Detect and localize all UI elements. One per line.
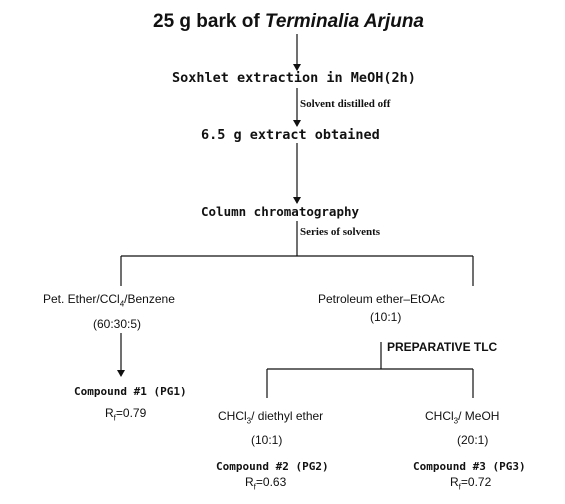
compound-3-name: Compound #3 (PG3) — [413, 460, 526, 473]
soxhlet-step: Soxhlet extraction in MeOH(2h) — [172, 70, 416, 86]
compound-2-rf-value: =0.63 — [255, 475, 287, 489]
compound-3-rf-prefix: R — [450, 475, 459, 489]
compound-3-rf-value: =0.72 — [460, 475, 492, 489]
right-branch-ratio: (10:1) — [370, 310, 402, 324]
compound-1-rf-value: =0.79 — [115, 406, 147, 420]
title: 25 g bark of Terminalia Arjuna — [153, 12, 424, 31]
title-prefix: 25 g bark of — [153, 11, 265, 32]
left-branch-solvent-text: Pet. Ether/CCl — [43, 292, 120, 306]
compound-1-rf-sub: f — [113, 413, 116, 423]
series-note: Series of solvents — [300, 226, 381, 238]
right-branch-solvent: Petroleum ether–EtOAc — [318, 292, 445, 306]
left-branch-ratio: (60:30:5) — [93, 317, 142, 331]
compound-3-rf: Rf=0.72 — [450, 476, 491, 491]
compound-1-name: Compound #1 (PG1) — [74, 385, 187, 398]
tlc-right-ratio: (20:1) — [457, 433, 489, 447]
compound-2-rf-sub: f — [253, 482, 256, 492]
preparative-tlc-label: PREPARATIVE TLC — [387, 340, 498, 354]
tlc-right-solvent-sub: 3 — [453, 416, 459, 426]
tlc-left-ratio: (10:1) — [251, 433, 283, 447]
tlc-left-solvent-text: CHCl — [218, 409, 247, 423]
compound-2-rf: Rf=0.63 — [245, 476, 286, 491]
column-step: Column chromatography — [201, 204, 360, 219]
compound-2-name: Compound #2 (PG2) — [216, 460, 329, 473]
compound-1-rf: Rf=0.79 — [105, 407, 146, 422]
tlc-left-solvent-rest: / diethyl ether — [251, 409, 324, 423]
compound-2-rf-prefix: R — [245, 475, 254, 489]
tlc-right-solvent: CHCl3/ MeOH — [425, 410, 499, 425]
extract-step: 6.5 g extract obtained — [201, 127, 380, 143]
left-branch-solvent-rest: /Benzene — [124, 292, 175, 306]
tlc-left-solvent-sub: 3 — [246, 416, 252, 426]
tlc-right-solvent-text: CHCl — [425, 409, 454, 423]
compound-1-rf-prefix: R — [105, 406, 114, 420]
left-branch-solvent: Pet. Ether/CCl4/Benzene — [43, 293, 175, 308]
compound-3-rf-sub: f — [458, 482, 461, 492]
distilled-note: Solvent distilled off — [300, 98, 391, 110]
title-species: Terminalia Arjuna — [264, 11, 425, 32]
tlc-right-solvent-rest: / MeOH — [458, 409, 500, 423]
left-branch-solvent-sub: 4 — [119, 299, 125, 309]
tlc-left-solvent: CHCl3/ diethyl ether — [218, 410, 323, 425]
